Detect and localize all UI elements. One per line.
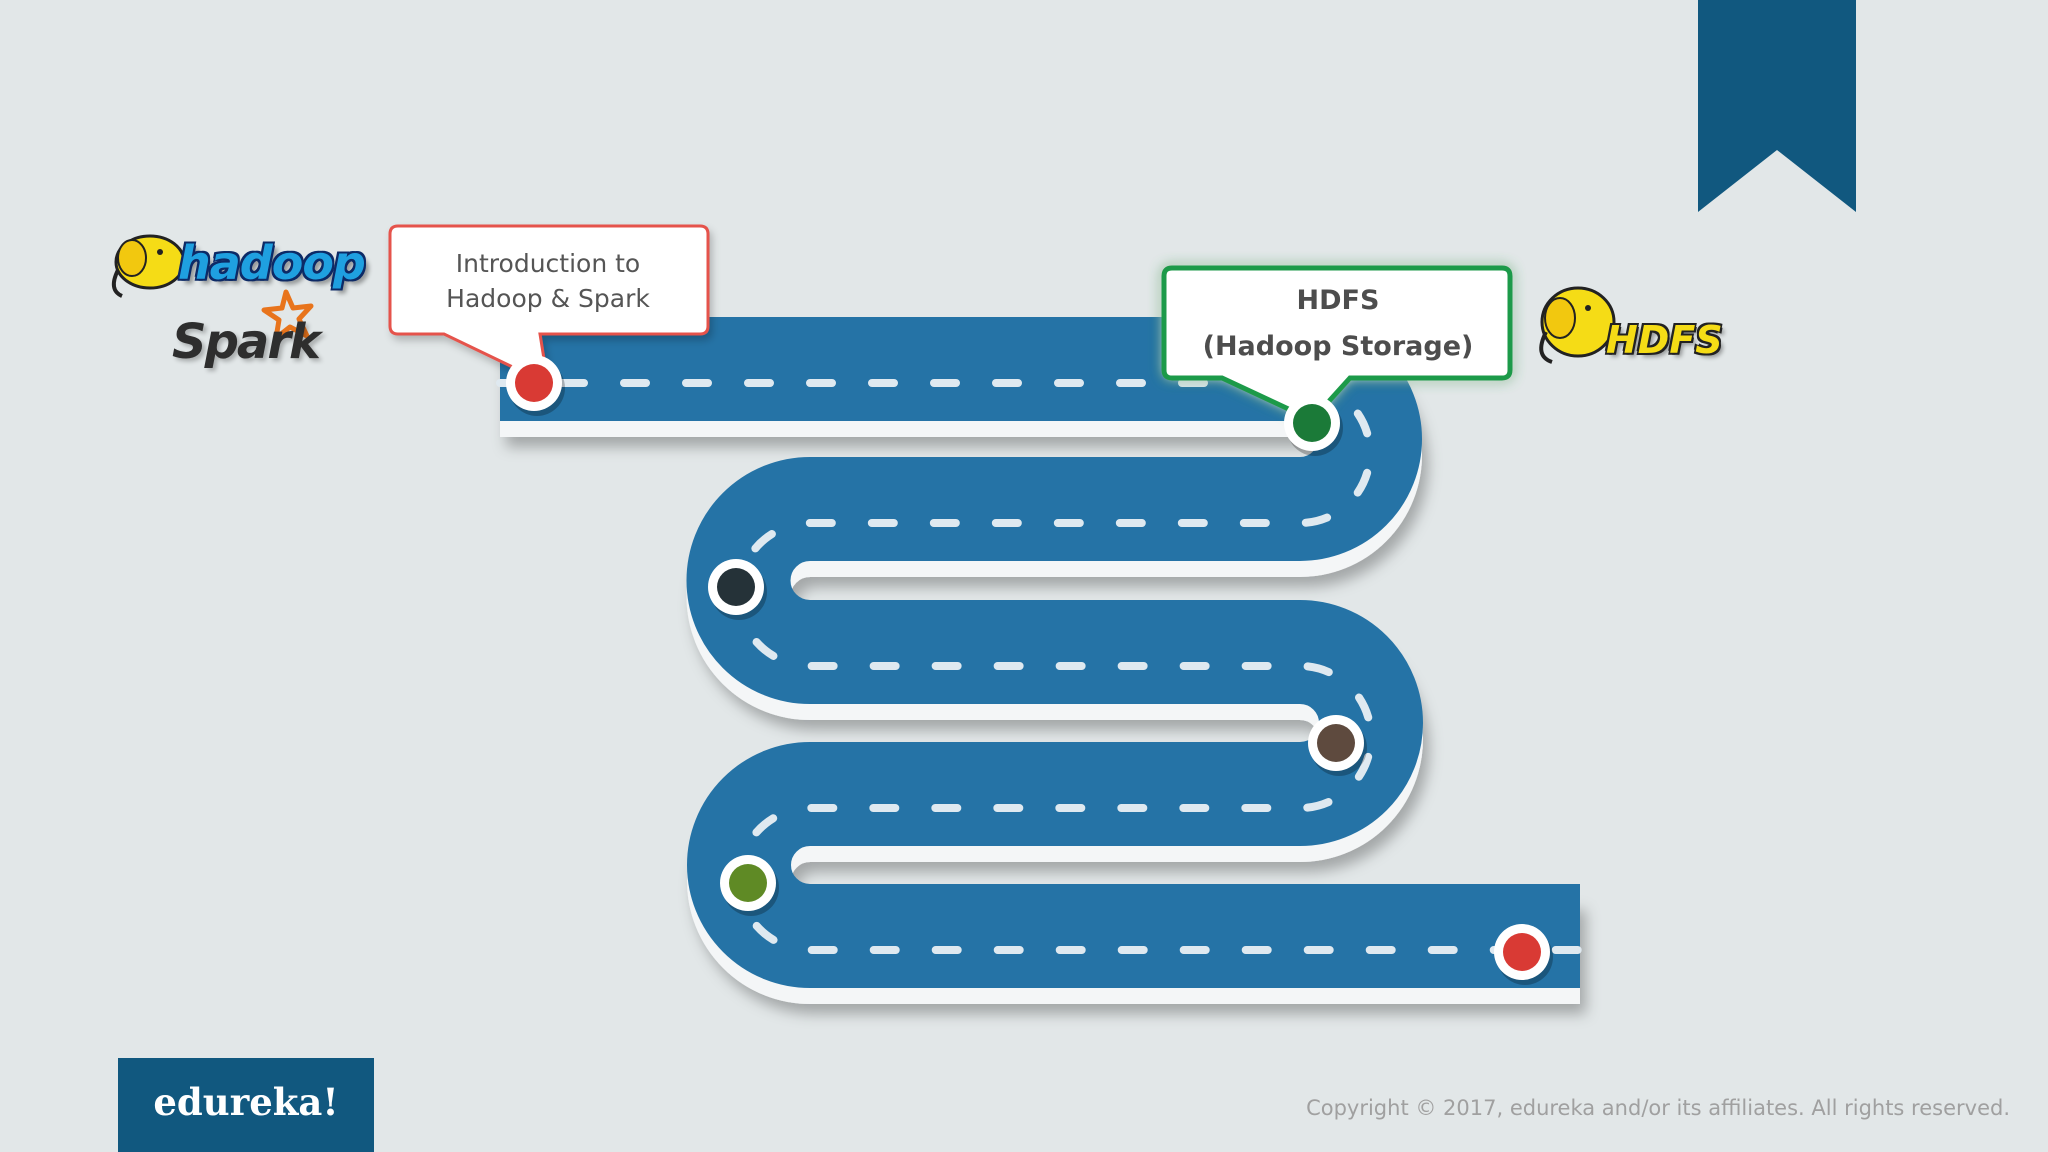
milestone-1-marker bbox=[506, 355, 565, 416]
milestone-3-marker bbox=[708, 559, 767, 620]
milestone-5-marker bbox=[720, 855, 779, 916]
milestone-4-dot bbox=[1317, 724, 1355, 762]
hadoop-elephant-icon bbox=[111, 234, 186, 298]
hdfs-logo-text: HDFS bbox=[1606, 318, 1723, 362]
hadoop-logo-text: hadoop bbox=[178, 236, 366, 290]
spark-star-icon bbox=[261, 289, 314, 341]
milestone-4-marker bbox=[1308, 715, 1367, 776]
callout-intro-line1: Introduction to bbox=[455, 249, 641, 278]
hdfs-elephant-icon bbox=[1539, 286, 1616, 364]
milestone-6-marker bbox=[1494, 924, 1553, 985]
callout-hdfs-line2: (Hadoop Storage) bbox=[1202, 331, 1474, 362]
edureka-logo: edureka! bbox=[118, 1058, 374, 1152]
callout-hdfs-line1: HDFS bbox=[1296, 285, 1380, 316]
milestone-5-dot bbox=[729, 864, 767, 902]
spark-logo-text: Spark bbox=[172, 314, 321, 370]
milestone-6-dot bbox=[1503, 933, 1541, 971]
bookmark-ribbon bbox=[1698, 0, 1856, 212]
callout-intro-line2: Hadoop & Spark bbox=[446, 284, 650, 313]
milestones bbox=[506, 355, 1553, 985]
milestone-3-dot bbox=[717, 568, 755, 606]
road-dashes bbox=[496, 379, 1584, 954]
edureka-logo-text: edureka! bbox=[153, 1080, 339, 1124]
road-surface bbox=[500, 317, 1580, 988]
copyright-notice: Copyright © 2017, edureka and/or its aff… bbox=[1306, 1096, 2010, 1120]
callout-hdfs-text: HDFS (Hadoop Storage) bbox=[1170, 278, 1506, 370]
milestone-2-dot bbox=[1293, 404, 1331, 442]
callout-intro-text: Introduction to Hadoop & Spark bbox=[392, 246, 704, 316]
milestone-2-marker bbox=[1284, 395, 1343, 456]
milestone-1-dot bbox=[515, 364, 553, 402]
callout-hdfs bbox=[1161, 265, 1513, 424]
